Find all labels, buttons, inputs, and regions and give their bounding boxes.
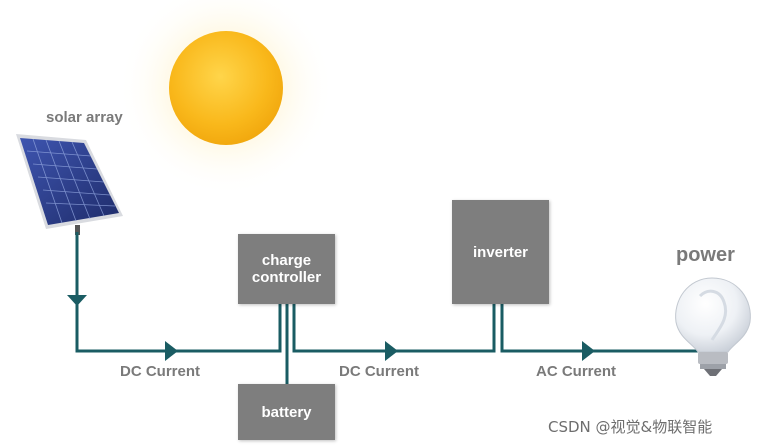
arrow-dc-2 xyxy=(385,341,398,361)
arrow-dc-1 xyxy=(165,341,178,361)
charge-controller-label-line1: charge xyxy=(261,252,312,269)
solar-array-label: solar array xyxy=(46,109,123,126)
inverter-box: inverter xyxy=(452,200,549,304)
charge-controller-box: charge controller xyxy=(238,234,335,304)
ac-current-label: AC Current xyxy=(536,363,617,380)
power-label: power xyxy=(676,244,735,266)
sun-icon xyxy=(118,0,334,196)
battery-label: battery xyxy=(261,403,312,421)
battery-box: battery xyxy=(238,384,335,440)
solar-panel-icon xyxy=(16,134,123,235)
arrow-down-panel xyxy=(67,295,87,306)
inverter-label: inverter xyxy=(472,244,529,261)
wiring xyxy=(75,232,700,384)
watermark: CSDN @视觉&物联智能 xyxy=(548,418,713,436)
arrow-ac xyxy=(582,341,595,361)
flow-arrows xyxy=(67,295,595,361)
dc-current-label-1: DC Current xyxy=(120,363,201,380)
light-bulb-icon xyxy=(675,277,751,376)
charge-controller-label-line2: controller xyxy=(251,269,322,286)
dc-current-label-2: DC Current xyxy=(339,363,420,380)
